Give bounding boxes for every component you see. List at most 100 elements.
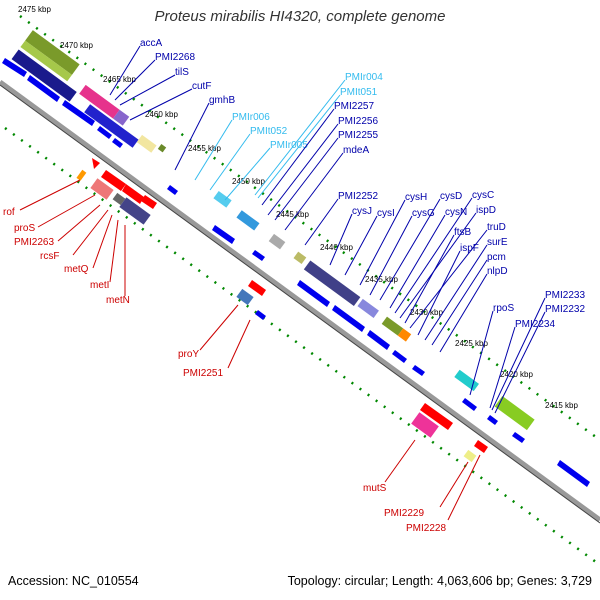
gene-arrow: [367, 330, 390, 350]
gene-label: PMIt051: [340, 87, 378, 98]
feature-yellow: [136, 134, 157, 153]
gene-label: mdeA: [343, 145, 369, 156]
feature-pink-lower: [411, 412, 439, 438]
scale-label: 2470 kbp: [60, 41, 93, 50]
feature-cyan: [213, 190, 232, 208]
gene-arrow: [112, 138, 123, 148]
gene-label: PMIt052: [250, 126, 288, 137]
gene-label: mutS: [363, 483, 387, 494]
feature-blue-lower: [236, 288, 254, 306]
feature-track-upper: [11, 30, 535, 431]
gene-label: cysD: [440, 191, 462, 202]
scale-label: 2440 kbp: [320, 243, 353, 252]
feature-track-lower: [76, 169, 477, 463]
gene-label: metQ: [64, 264, 89, 275]
rna-arrow: [92, 158, 100, 169]
gene-label: accA: [140, 38, 163, 49]
gene-arrow: [27, 75, 60, 102]
gene-label: metI: [90, 280, 109, 291]
feature-cyan-2: [236, 210, 260, 231]
genome-backbone: [0, 79, 600, 523]
gene-arrows-lower: [255, 310, 266, 320]
rna-arrow: [101, 170, 126, 191]
gene-label: cysC: [472, 190, 494, 201]
scale-label: 2435 kbp: [365, 275, 398, 284]
feature-green-small: [157, 144, 167, 153]
gene-label: rcsF: [40, 251, 59, 262]
accession-text: Accession: NC_010554: [8, 574, 139, 588]
rna-arrow: [122, 184, 144, 204]
feature-olive: [25, 30, 80, 75]
feature-magenta: [79, 84, 120, 119]
scale-label: 2460 kbp: [145, 110, 178, 119]
gene-label: pcm: [487, 252, 506, 263]
gene-arrow: [332, 305, 365, 332]
gene-label: proY: [178, 349, 199, 360]
gene-label: cysH: [405, 192, 427, 203]
gene-label: PMIr004: [345, 72, 383, 83]
scale-label: 2415 kbp: [545, 401, 578, 410]
gene-label: PMI2232: [545, 304, 585, 315]
scale-label: 2420 kbp: [500, 370, 533, 379]
rna-arrow: [420, 403, 453, 430]
gene-arrow: [512, 432, 525, 443]
rna-arrows-lower: [92, 158, 488, 453]
gene-arrow: [2, 58, 27, 77]
feature-lavender: [357, 298, 379, 318]
gene-arrow: [252, 250, 265, 261]
rna-arrow: [474, 440, 488, 453]
gene-label: PMI2257: [334, 101, 374, 112]
feature-yellow-lower: [463, 449, 477, 463]
genome-backbone-edge: [0, 84, 600, 524]
rna-arrow: [248, 280, 266, 296]
scale-label: 2450 kbp: [232, 177, 265, 186]
gene-label: PMI2233: [545, 290, 585, 301]
gene-label: surE: [487, 237, 508, 248]
feature-orange-small: [76, 169, 87, 181]
gene-arrow: [487, 415, 498, 425]
gene-arrow: [97, 126, 112, 139]
gene-label: PMI2263: [14, 237, 54, 248]
gene-label: truD: [487, 222, 506, 233]
feature-green: [20, 40, 72, 82]
gene-label: gmhB: [209, 95, 235, 106]
gene-label: nlpD: [487, 266, 508, 277]
gene-label: ispF: [460, 243, 479, 254]
scale-label: 2445 kbp: [276, 210, 309, 219]
gene-arrow: [462, 398, 477, 411]
gene-arrow: [167, 185, 178, 195]
feature-slate-lower: [119, 197, 151, 225]
scale-label: 2430 kbp: [410, 308, 443, 317]
gene-label: PMI2268: [155, 52, 195, 63]
feature-purple: [113, 109, 130, 126]
gene-label: ispD: [476, 205, 496, 216]
gene-label: rpoS: [493, 303, 514, 314]
gene-labels-upper: accA PMI2268 tilS cutF gmhB PMIr006 PMIt…: [109, 38, 585, 414]
gene-arrow: [212, 225, 235, 244]
gene-labels-lower: rof proS PMI2263 rcsF metQ metI metN pro…: [3, 179, 481, 534]
feature-darkgrey: [112, 192, 126, 206]
gene-label: rof: [3, 207, 15, 218]
genome-stats-text: Topology: circular; Length: 4,063,606 bp…: [287, 574, 592, 588]
scale-label: 2455 kbp: [188, 144, 221, 153]
feature-lime: [494, 396, 535, 431]
gene-arrow: [392, 350, 407, 363]
gene-label: PMI2252: [338, 191, 378, 202]
gene-label: PMI2228: [406, 523, 446, 534]
bottom-dotted-guide: [4, 126, 600, 567]
feature-slate: [303, 260, 361, 306]
gene-label: PMI2251: [183, 368, 223, 379]
feature-blue-block: [84, 104, 139, 148]
feature-orange: [397, 328, 412, 342]
gene-label: cysI: [377, 208, 395, 219]
feature-tan: [293, 251, 307, 264]
gene-label: PMI2255: [338, 130, 378, 141]
gene-label: tilS: [175, 67, 189, 78]
scale-label: 2475 kbp: [18, 5, 51, 14]
gene-arrow: [297, 280, 330, 307]
feature-grey: [268, 233, 286, 250]
gene-label: cysG: [412, 208, 435, 219]
map-title: Proteus mirabilis HI4320, complete genom…: [154, 8, 446, 25]
gene-label: PMI2256: [338, 116, 378, 127]
